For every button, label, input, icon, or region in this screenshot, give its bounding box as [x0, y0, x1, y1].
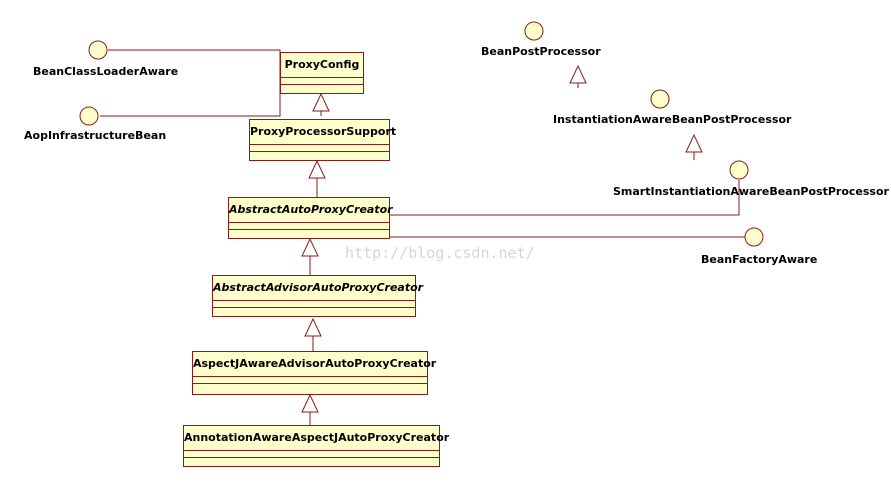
- interface-label-instantiation-aware-bean-post-processor: InstantiationAwareBeanPostProcessor: [553, 113, 792, 126]
- attributes-compartment: [193, 377, 427, 384]
- lollipop-aop-infrastructure-bean-icon: [79, 106, 99, 126]
- attributes-compartment: [250, 145, 389, 152]
- link-smart-instantiation-aware: [390, 180, 740, 216]
- class-annotation-aware-aspectj-auto-proxy-creator: AnnotationAwareAspectJAutoProxyCreator: [183, 425, 449, 467]
- generalization-arrow-proxy-config: [312, 92, 330, 112]
- operations-compartment: [184, 458, 439, 464]
- interface-label-smart-instantiation-aware-bean-post-processor: SmartInstantiationAwareBeanPostProcessor: [613, 185, 889, 198]
- class-proxy-config: ProxyConfig: [280, 52, 364, 94]
- operations-compartment: [250, 152, 389, 158]
- class-abstract-auto-proxy-creator: AbstractAutoProxyCreator: [228, 197, 393, 239]
- generalization-arrow-aspectj-aware: [301, 393, 319, 413]
- class-name: ProxyProcessorSupport: [250, 120, 396, 145]
- attributes-compartment: [213, 301, 415, 308]
- operations-compartment: [213, 308, 415, 314]
- lollipop-bean-post-processor-icon: [524, 21, 544, 41]
- operations-compartment: [229, 230, 389, 236]
- lollipop-smart-instantiation-aware-icon: [729, 160, 749, 180]
- lollipop-instantiation-aware-icon: [650, 89, 670, 109]
- operations-compartment: [193, 384, 427, 390]
- generalization-arrow-instantiation-aware: [685, 133, 703, 153]
- class-name: AnnotationAwareAspectJAutoProxyCreator: [184, 426, 449, 451]
- lollipop-bean-factory-aware-icon: [744, 227, 764, 247]
- class-name: AbstractAutoProxyCreator: [229, 198, 393, 223]
- attributes-compartment: [281, 78, 363, 85]
- attributes-compartment: [229, 223, 389, 230]
- link-bean-class-loader-aware: [108, 49, 281, 117]
- watermark-text: http://blog.csdn.net/: [345, 244, 535, 262]
- interface-label-bean-factory-aware: BeanFactoryAware: [701, 253, 818, 266]
- attributes-compartment: [184, 451, 439, 458]
- class-abstract-advisor-auto-proxy-creator: AbstractAdvisorAutoProxyCreator: [212, 275, 423, 317]
- interface-label-aop-infrastructure-bean: AopInfrastructureBean: [24, 129, 167, 142]
- class-name: ProxyConfig: [281, 53, 363, 78]
- operations-compartment: [281, 85, 363, 91]
- interface-label-bean-post-processor: BeanPostProcessor: [481, 45, 601, 58]
- class-name: AspectJAwareAdvisorAutoProxyCreator: [193, 352, 436, 377]
- class-proxy-processor-support: ProxyProcessorSupport: [249, 119, 396, 161]
- generalization-arrow-bean-post-processor: [569, 64, 587, 84]
- interface-label-bean-class-loader-aware: BeanClassLoaderAware: [33, 65, 179, 78]
- generalization-arrow-abstract-advisor-auto-proxy-creator: [304, 317, 322, 337]
- generalization-arrow-proxy-processor-support: [308, 159, 326, 179]
- class-aspectj-aware-advisor-auto-proxy-creator: AspectJAwareAdvisorAutoProxyCreator: [192, 351, 436, 395]
- class-name: AbstractAdvisorAutoProxyCreator: [213, 276, 423, 301]
- lollipop-bean-class-loader-aware-icon: [88, 40, 108, 60]
- generalization-arrow-abstract-auto-proxy-creator: [301, 237, 319, 257]
